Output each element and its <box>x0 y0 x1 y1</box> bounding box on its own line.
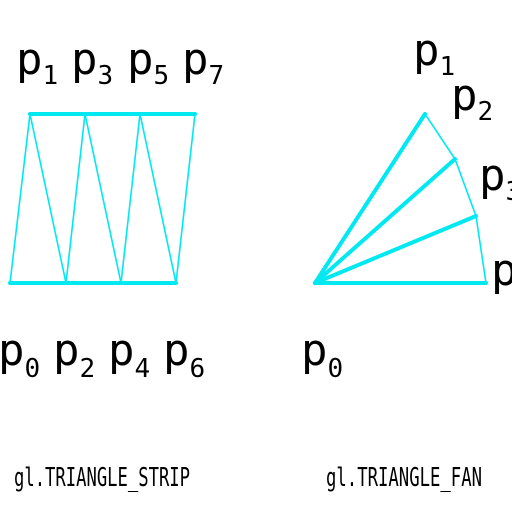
strip-label-p1: p1 <box>16 34 58 91</box>
strip-edge-p5-p6 <box>139 113 177 284</box>
strip-edge-p6-p7 <box>175 113 196 284</box>
strip-label-p0: p0 <box>0 325 40 384</box>
triangle-fan-diagram: p1 p2 p3 p4 p0 gl.TRIANGLE_FAN <box>301 25 512 493</box>
strip-label-p4: p4 <box>108 325 150 384</box>
strip-edge-p0-p1 <box>9 113 31 284</box>
fan-edge-p2-p3 <box>454 158 477 217</box>
strip-label-p6: p6 <box>163 325 205 384</box>
strip-edge-p1-p2 <box>29 113 67 284</box>
fan-label-p3: p3 <box>479 150 512 207</box>
fan-spoke-p0-p2 <box>313 157 457 285</box>
strip-caption: gl.TRIANGLE_STRIP <box>14 463 190 493</box>
fan-label-p4: p4 <box>491 245 512 302</box>
strip-label-p7: p7 <box>182 34 224 91</box>
strip-edge-p4-p5 <box>120 113 141 284</box>
fan-spoke-p0-p3 <box>313 214 478 285</box>
triangle-strip-diagram: p1 p3 p5 p7 p0 p2 p4 p6 gl.TRIANGLE_STRI… <box>0 34 224 493</box>
fan-edge-p1-p2 <box>424 113 456 160</box>
fan-spoke-p0-p1 <box>313 112 427 285</box>
fan-label-p0: p0 <box>301 325 343 384</box>
strip-edge-p3-p4 <box>84 113 122 284</box>
strip-label-p5: p5 <box>127 34 169 91</box>
strip-label-p2: p2 <box>53 325 95 384</box>
strip-edge-p2-p3 <box>65 113 86 284</box>
fan-edge-p3-p4 <box>475 215 487 284</box>
strip-label-p3: p3 <box>71 34 113 91</box>
fan-label-p1: p1 <box>413 25 455 82</box>
fan-label-p2: p2 <box>451 70 493 127</box>
fan-caption: gl.TRIANGLE_FAN <box>326 463 482 493</box>
